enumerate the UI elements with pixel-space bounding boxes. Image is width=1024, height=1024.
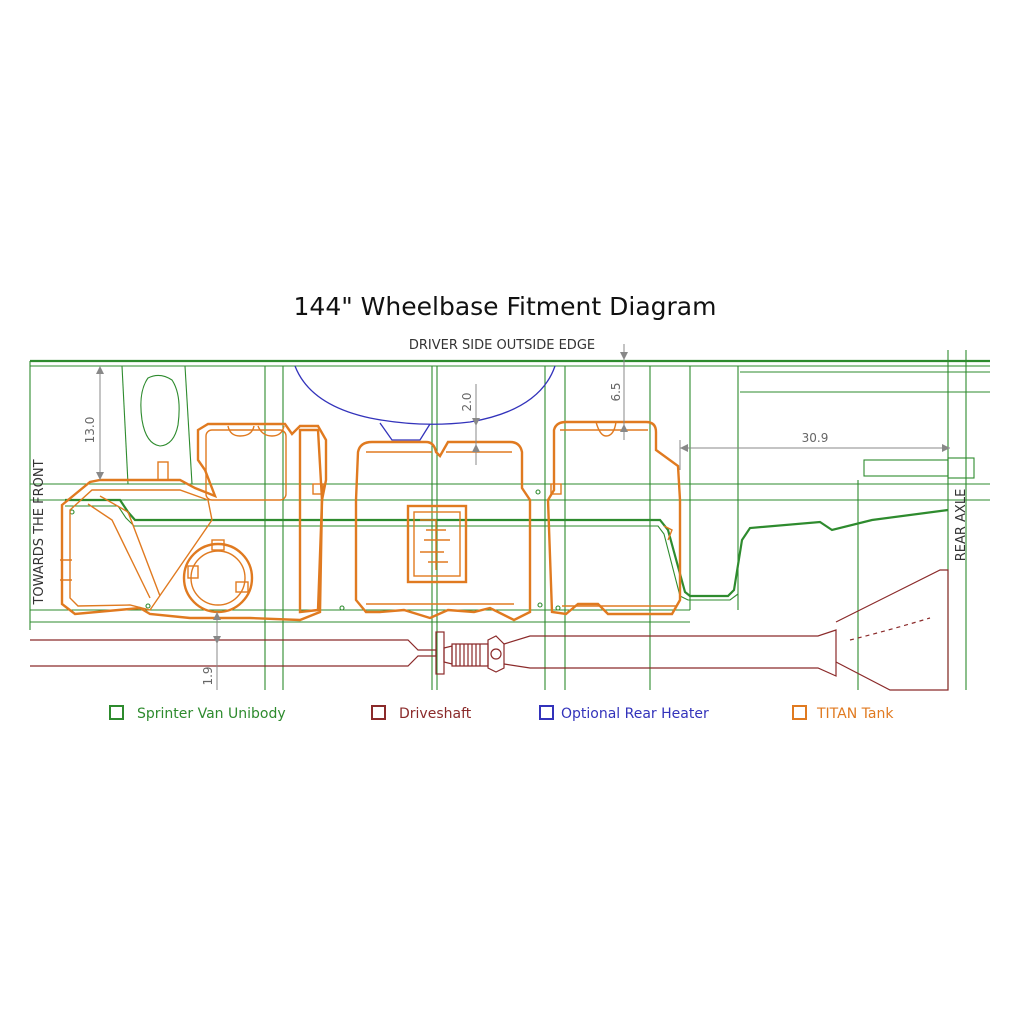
dim-6-5: 6.5 <box>609 382 623 401</box>
diagram-title: 144" Wheelbase Fitment Diagram <box>294 292 717 321</box>
dim-2: 2.0 <box>460 392 474 411</box>
rear-heater-outline <box>294 365 556 441</box>
legend-label: Driveshaft <box>399 706 472 722</box>
van-unibody <box>29 350 990 690</box>
towards-front-label: TOWARDS THE FRONT <box>32 459 47 605</box>
legend-swatch <box>109 705 124 720</box>
dim-30-9: 30.9 <box>802 431 829 445</box>
legend-label: Optional Rear Heater <box>561 706 709 722</box>
legend-item-rear-heater: Optional Rear Heater <box>539 705 709 722</box>
legend-item-driveshaft: Driveshaft <box>371 705 472 722</box>
legend: Sprinter Van Unibody Driveshaft Optional… <box>109 705 894 722</box>
legend-item-unibody: Sprinter Van Unibody <box>109 705 286 722</box>
titan-tank <box>60 420 682 622</box>
driveshaft <box>30 569 949 691</box>
legend-swatch <box>539 705 554 720</box>
dim-13: 13.0 <box>83 417 97 444</box>
legend-label: Sprinter Van Unibody <box>137 706 286 722</box>
dimensions: 13.0 2.0 6.5 30.9 1.9 <box>83 344 950 690</box>
legend-swatch <box>792 705 807 720</box>
rear-axle-label: REAR AXLE <box>954 489 969 562</box>
legend-label: TITAN Tank <box>816 706 894 722</box>
driver-side-label: DRIVER SIDE OUTSIDE EDGE <box>409 338 595 353</box>
legend-swatch <box>371 705 386 720</box>
dim-1-9: 1.9 <box>201 666 215 685</box>
legend-item-titan-tank: TITAN Tank <box>792 705 894 722</box>
